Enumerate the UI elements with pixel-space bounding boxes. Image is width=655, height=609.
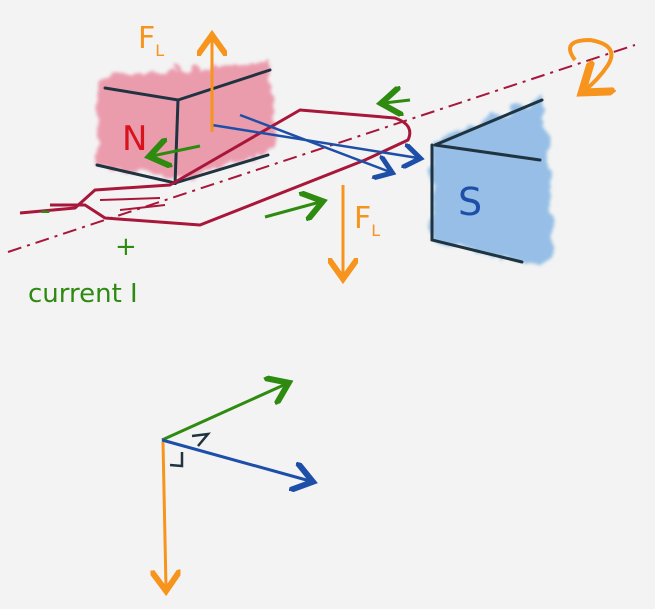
- minus-label: -: [40, 193, 51, 228]
- north-label: N: [122, 119, 147, 159]
- south-magnet: S: [430, 98, 555, 264]
- current-label: current I: [28, 279, 138, 309]
- force-vector: [163, 441, 166, 588]
- current-arrow: [264, 202, 320, 217]
- right-angle-mark: [191, 432, 211, 447]
- field-arrow: [239, 113, 390, 172]
- north-magnet: N: [95, 60, 275, 186]
- force-label-bottom: FL: [354, 201, 380, 240]
- plus-label: +: [115, 232, 137, 262]
- vector-triad: [162, 384, 310, 588]
- current-arrow: [384, 100, 411, 103]
- rotation-axis: [7, 44, 636, 253]
- current-vector: [161, 384, 286, 442]
- force-label-top: FL: [138, 21, 164, 60]
- right-angle-mark: [169, 452, 184, 468]
- south-label: S: [458, 180, 482, 224]
- field-vector: [161, 438, 310, 481]
- wire-loop: [19, 108, 412, 227]
- field-arrow: [211, 123, 418, 158]
- rotation-arrow-icon: [568, 37, 611, 90]
- current-arrow: [152, 146, 201, 156]
